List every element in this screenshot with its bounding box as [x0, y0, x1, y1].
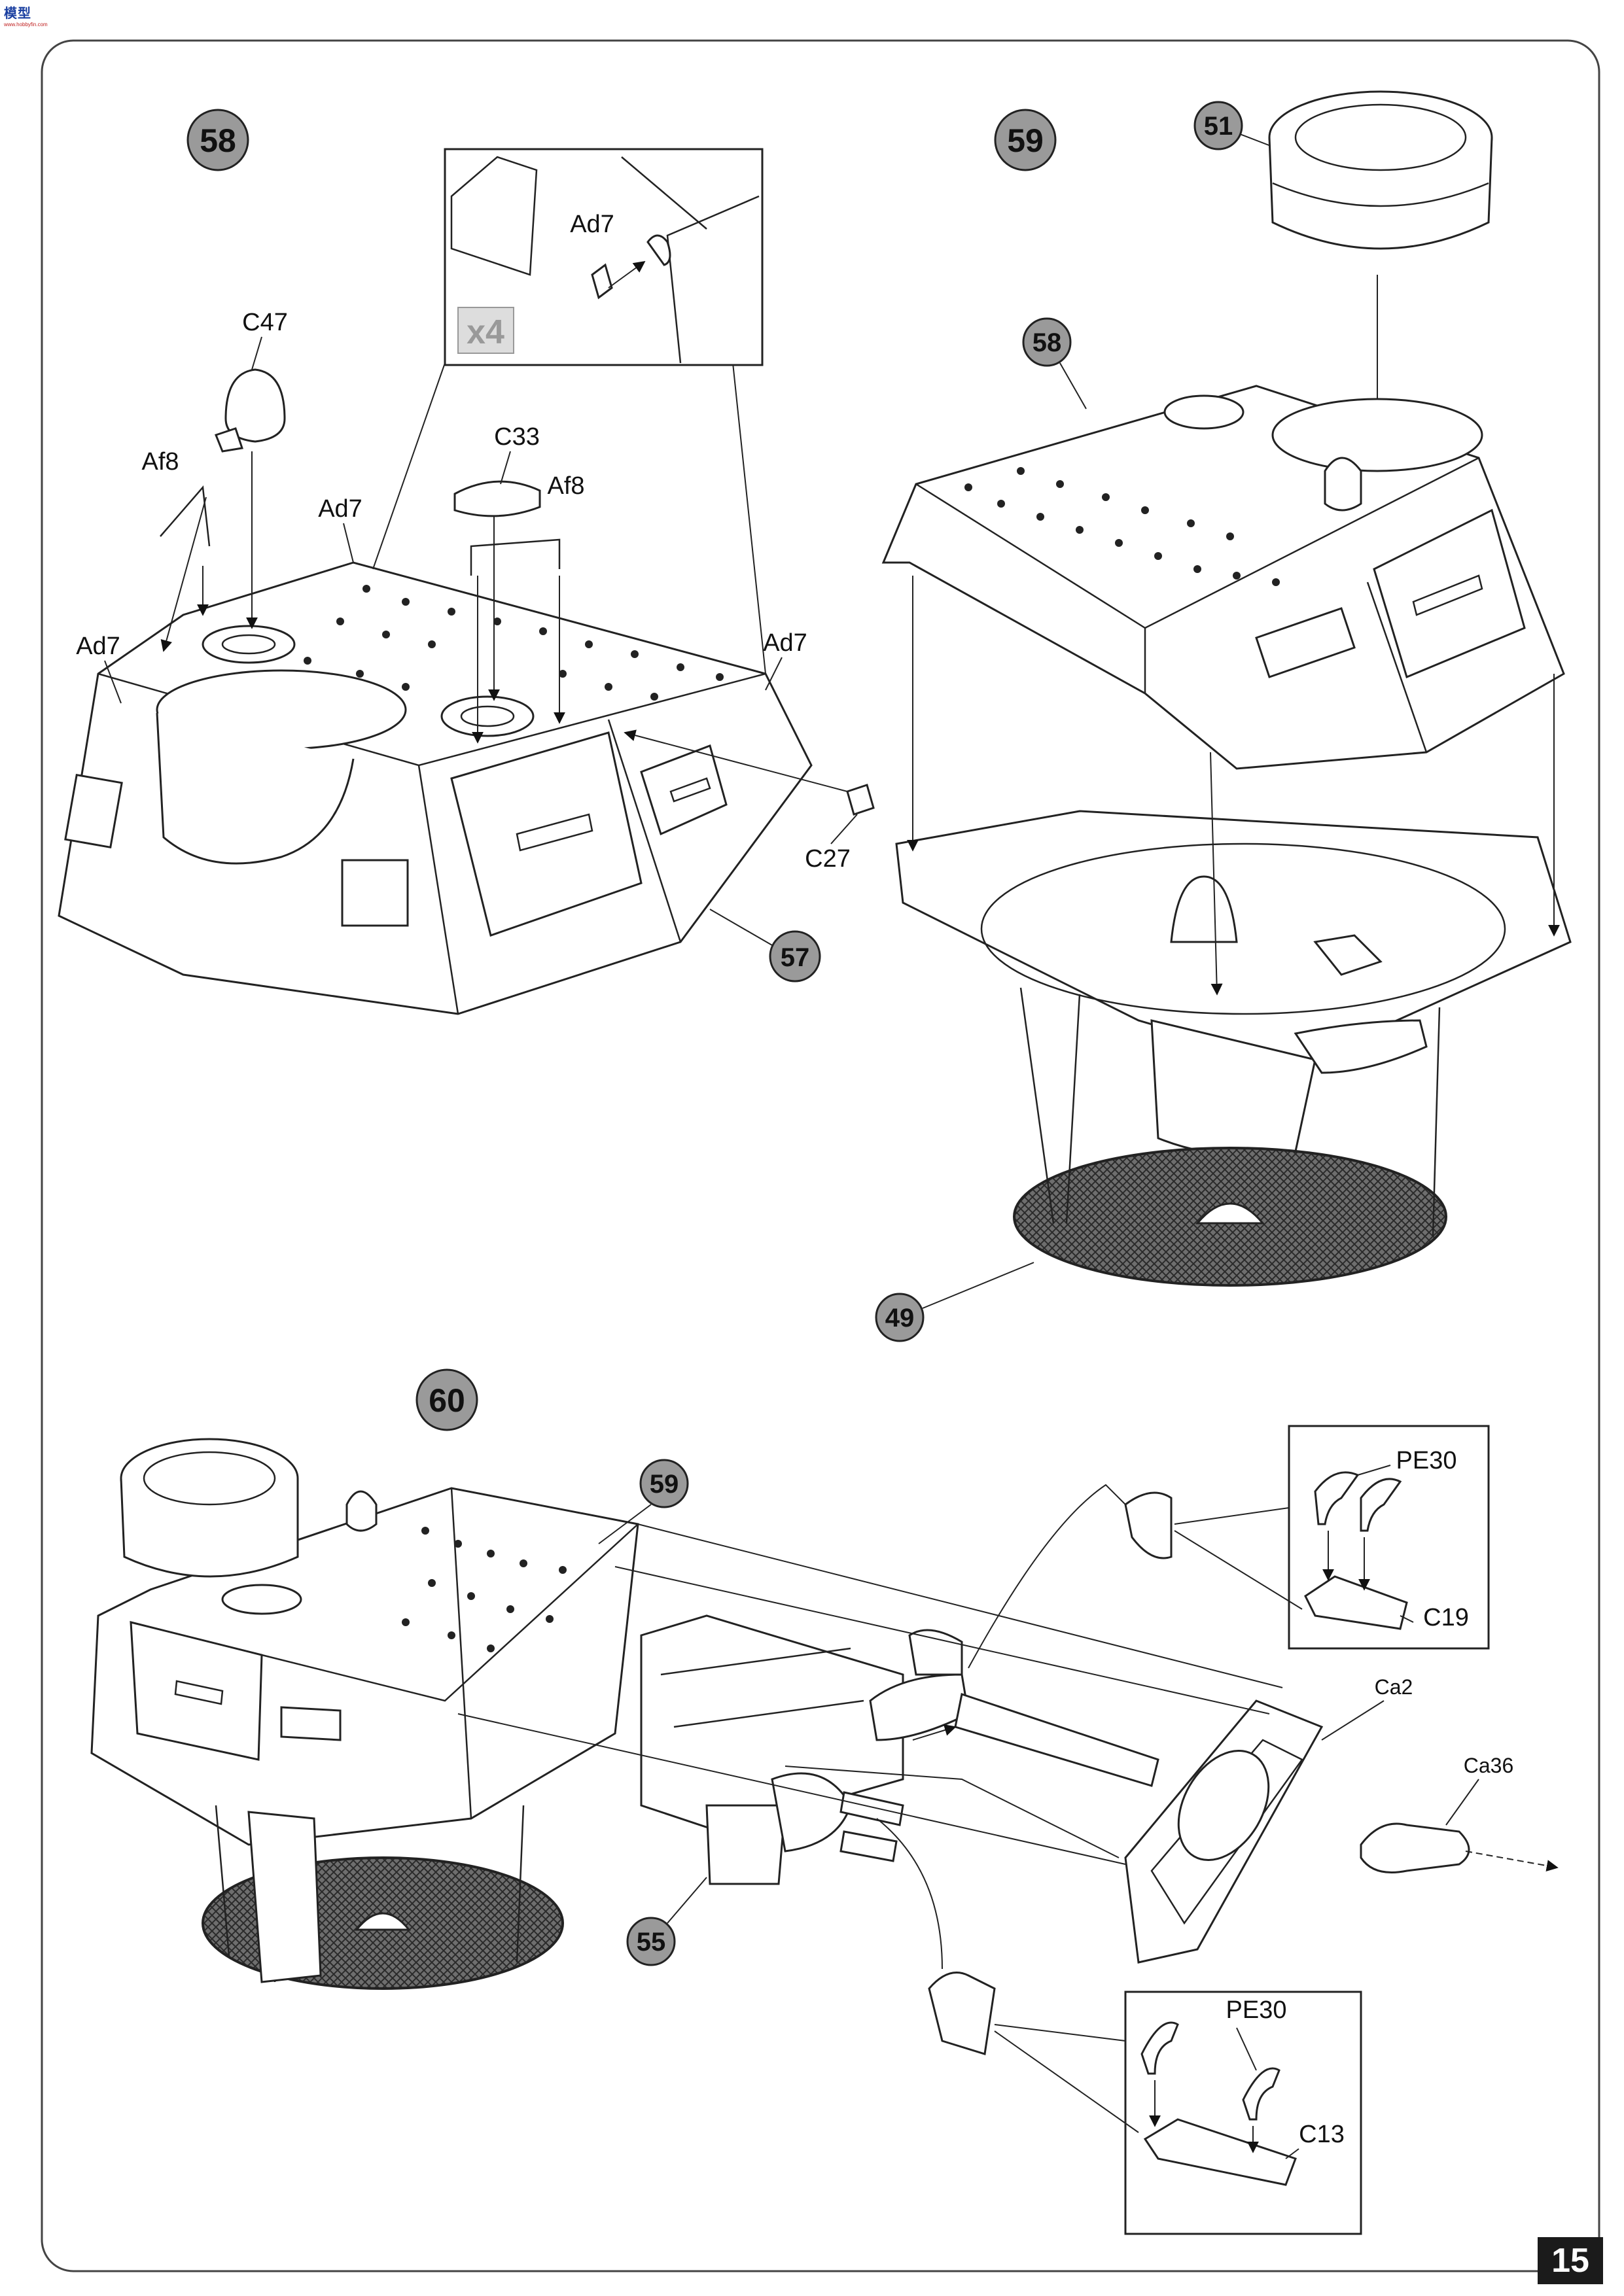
label-c13: C13 — [1299, 2121, 1345, 2148]
part-ref-49 — [875, 1293, 925, 1342]
step-59: 59 51 58 — [875, 90, 1572, 1342]
label-c47: C47 — [242, 309, 288, 336]
part-ref-55 — [626, 1917, 676, 1966]
step-badge-59 — [994, 109, 1057, 171]
label-ad7: Ad7 — [76, 633, 120, 660]
page-frame — [41, 39, 1600, 2272]
label-ad7: Ad7 — [763, 629, 807, 657]
inset-58: Ad7 x4 — [444, 148, 764, 366]
step-badge-60 — [415, 1368, 478, 1431]
label-c33: C33 — [494, 423, 540, 451]
label-pe30: PE30 — [1226, 1996, 1287, 2024]
multiplier-x4: x4 — [467, 313, 504, 351]
turret-drawing-58 — [58, 362, 875, 1015]
label-c19: C19 — [1423, 1604, 1469, 1631]
label-ad7: Ad7 — [318, 495, 362, 523]
part-ref-57 — [769, 930, 821, 983]
page-number: 15 — [1538, 2237, 1603, 2284]
part-ref-58-text: 58 — [1033, 328, 1062, 357]
part-ref-57-text: 57 — [781, 943, 810, 972]
inset-label-ad7: Ad7 — [570, 211, 614, 238]
step-number: 60 — [429, 1382, 465, 1419]
part-ref-55-text: 55 — [637, 1928, 666, 1957]
brand-logo: 模型 www.hobbyfin.com — [4, 3, 48, 27]
logo-text: 模型 — [4, 7, 31, 21]
part-ref-49-text: 49 — [885, 1304, 915, 1332]
label-af8: Af8 — [547, 472, 584, 500]
label-pe30: PE30 — [1396, 1447, 1457, 1474]
label-af8: Af8 — [141, 448, 179, 476]
part-ref-51-text: 51 — [1204, 112, 1233, 141]
step-number: 59 — [1007, 122, 1044, 159]
step-60: 60 59 — [90, 1368, 1559, 2235]
part-ref-51 — [1193, 101, 1243, 150]
label-c27: C27 — [805, 845, 851, 873]
step-badge-58 — [186, 109, 249, 171]
step-number: 58 — [200, 122, 236, 159]
step-58: 58 — [58, 109, 875, 1015]
label-ca36: Ca36 — [1464, 1754, 1514, 1777]
part-ref-59-text: 59 — [650, 1470, 679, 1499]
part-ref-58 — [1022, 317, 1072, 367]
label-ca2: Ca2 — [1375, 1675, 1413, 1699]
logo-subtext: www.hobbyfin.com — [4, 22, 48, 27]
part-ref-59 — [639, 1459, 689, 1508]
